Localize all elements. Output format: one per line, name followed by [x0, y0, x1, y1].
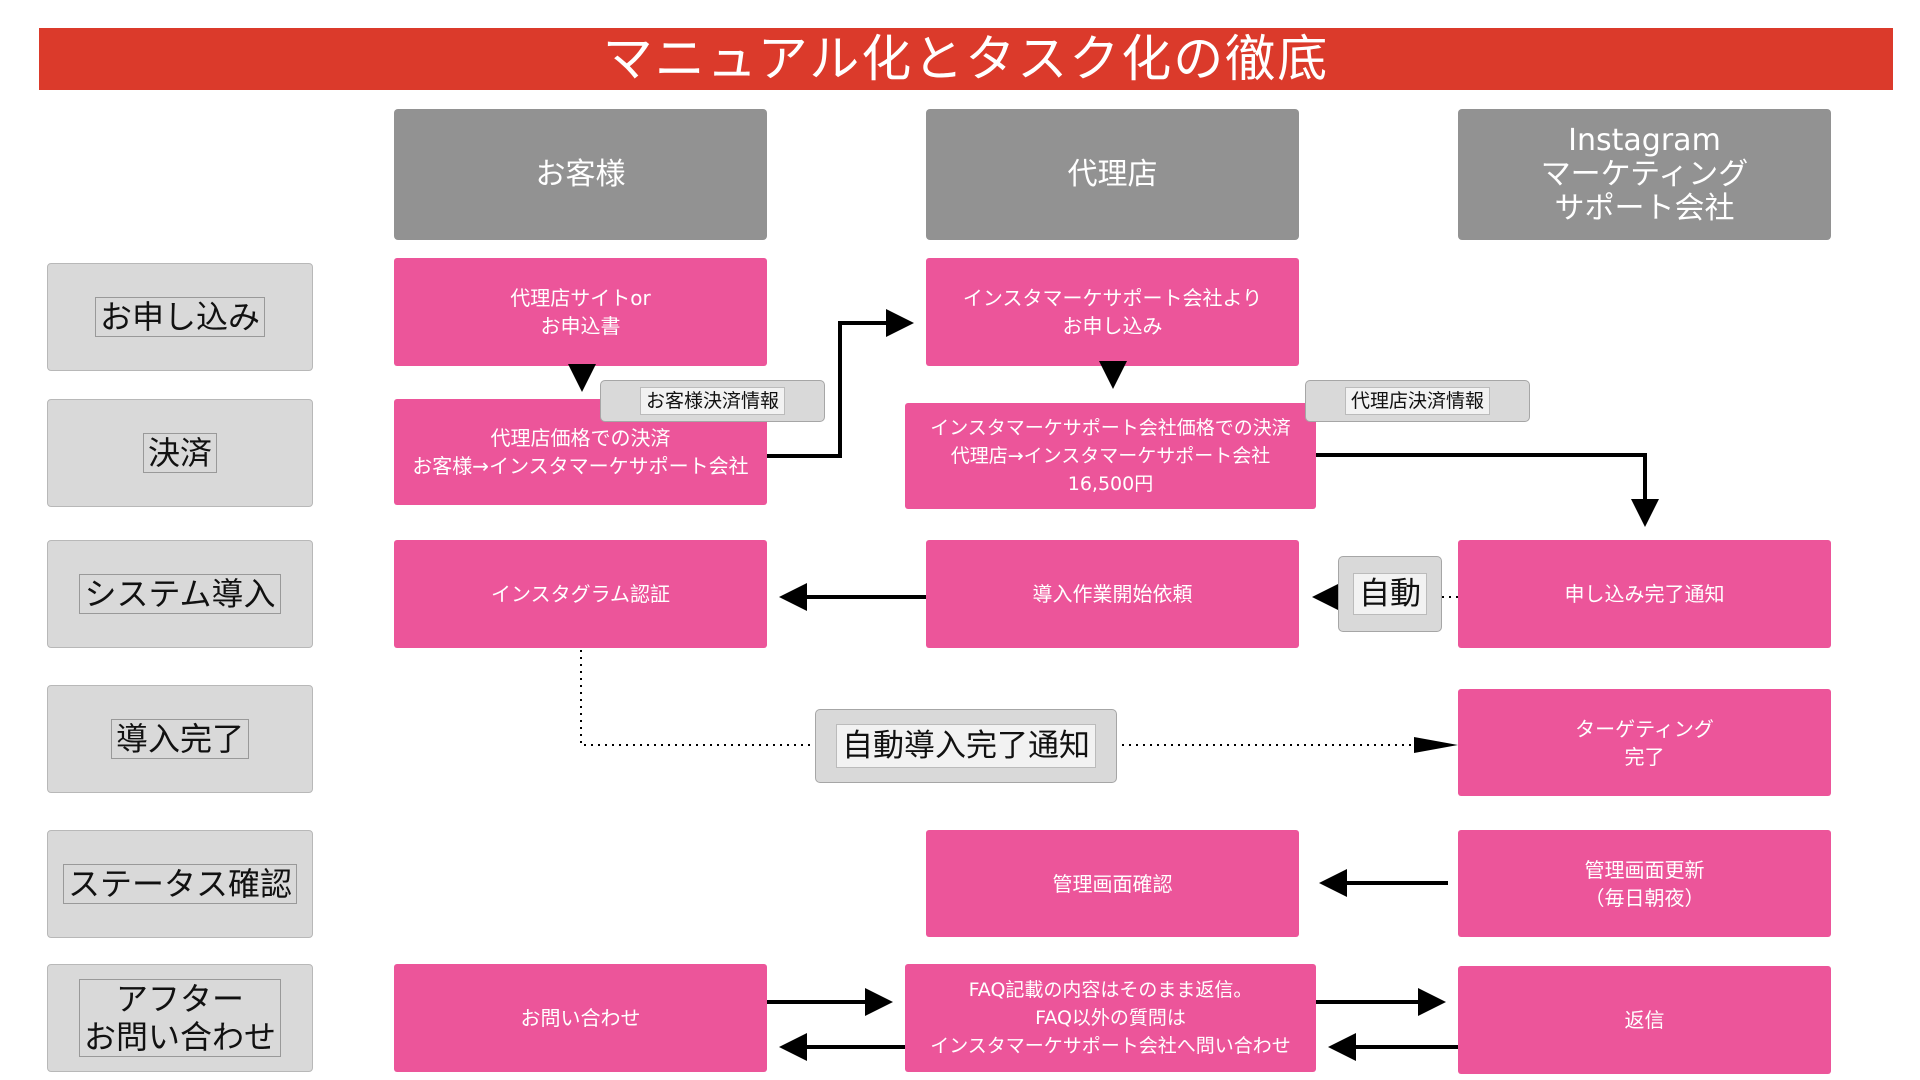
tag-label: 自動	[1353, 573, 1427, 615]
arrow-customer-payment-to-agency	[767, 309, 914, 458]
agency-payment-box: インスタマーケサポート会社価格での決済 代理店→インスタマーケサポート会社 16…	[905, 403, 1316, 509]
row-label-after-inquiry: アフター お問い合わせ	[47, 964, 313, 1072]
row-label-status-check: ステータス確認	[47, 830, 313, 938]
instagram-auth-box: インスタグラム認証	[394, 540, 767, 648]
agency-payment-info-tag: 代理店決済情報	[1305, 380, 1530, 422]
targeting-done-box: ターゲティング 完了	[1458, 689, 1831, 796]
arrow-head-targeting	[1414, 737, 1458, 753]
row-label-text: 導入完了	[110, 719, 249, 759]
row-label-text: お申し込み	[94, 297, 265, 337]
intro-request-box: 導入作業開始依頼	[926, 540, 1299, 648]
row-label-text: アフター お問い合わせ	[78, 979, 281, 1057]
row-label-text: 決済	[142, 433, 217, 473]
support-reply-box: 返信	[1458, 966, 1831, 1074]
tag-label: 自動導入完了通知	[836, 724, 1096, 768]
row-label-payment: 決済	[47, 399, 313, 507]
tag-label: 代理店決済情報	[1344, 387, 1490, 415]
row-label-text: システム導入	[79, 574, 281, 614]
auto-tag: 自動	[1338, 556, 1442, 632]
customer-inquiry-box: お問い合わせ	[394, 964, 767, 1072]
arrow-agency-payment-to-notice	[1316, 453, 1659, 527]
column-header-support-company: Instagram マーケティング サポート会社	[1458, 109, 1831, 240]
row-label-system-intro: システム導入	[47, 540, 313, 648]
customer-payment-info-tag: お客様決済情報	[600, 380, 825, 422]
page-title: マニュアル化とタスク化の徹底	[39, 28, 1893, 90]
dotted-auth-to-notice	[580, 650, 815, 746]
column-header-customer: お客様	[394, 109, 767, 240]
admin-update-box: 管理画面更新 （毎日朝夜）	[1458, 830, 1831, 937]
row-label-text: ステータス確認	[62, 864, 297, 904]
row-label-application: お申し込み	[47, 263, 313, 371]
faq-reply-box: FAQ記載の内容はそのまま返信。 FAQ以外の質問は インスタマーケサポート会社…	[905, 964, 1316, 1072]
customer-application-box: 代理店サイトor お申込書	[394, 258, 767, 366]
tag-label: お客様決済情報	[639, 387, 785, 415]
row-label-intro-complete: 導入完了	[47, 685, 313, 793]
admin-check-box: 管理画面確認	[926, 830, 1299, 937]
application-notice-box: 申し込み完了通知	[1458, 540, 1831, 648]
auto-complete-notice-tag: 自動導入完了通知	[815, 709, 1117, 783]
agency-application-box: インスタマーケサポート会社より お申し込み	[926, 258, 1299, 366]
column-header-agency: 代理店	[926, 109, 1299, 240]
